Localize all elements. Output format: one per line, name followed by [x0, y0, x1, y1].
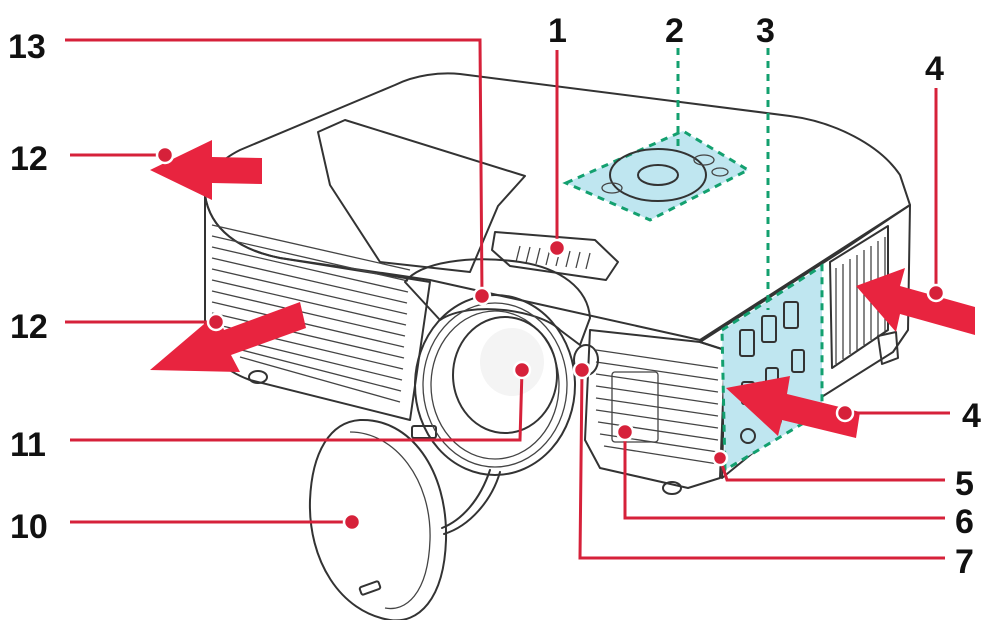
callout-2: 2	[665, 12, 684, 50]
leader-4a	[928, 88, 944, 301]
callout-12a: 12	[10, 140, 48, 178]
leader-10	[70, 514, 360, 530]
leader-1	[549, 50, 565, 256]
callout-3: 3	[756, 12, 775, 50]
callout-1: 1	[548, 12, 567, 50]
callout-6: 6	[955, 503, 974, 541]
callout-13: 13	[8, 28, 46, 66]
callout-5: 5	[955, 465, 974, 503]
airflow-arrow-intake-side	[856, 268, 975, 335]
airflow-arrow-exhaust-front	[150, 302, 306, 372]
callout-12b: 12	[10, 308, 48, 346]
lens-cap	[310, 420, 500, 620]
callout-10: 10	[10, 508, 48, 546]
control-keypad	[566, 131, 748, 220]
callout-4b: 4	[962, 397, 981, 435]
callout-7: 7	[955, 543, 974, 581]
leader-13	[65, 40, 490, 304]
callout-11: 11	[10, 426, 46, 464]
callout-4a: 4	[925, 50, 944, 88]
leader-12a	[70, 147, 173, 163]
